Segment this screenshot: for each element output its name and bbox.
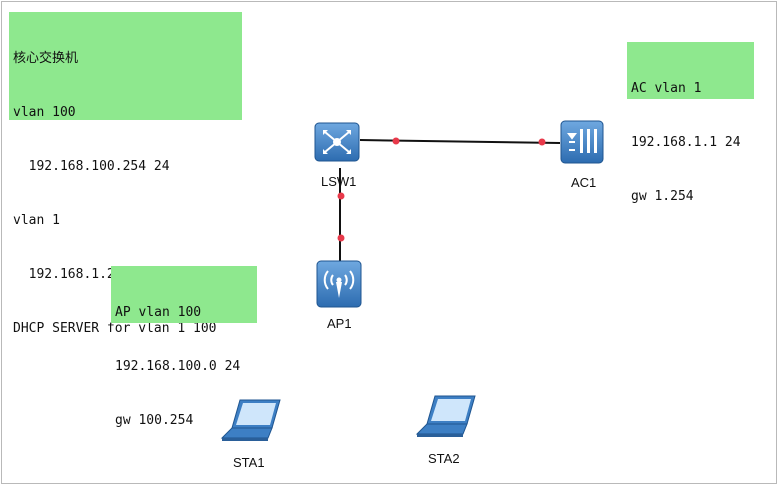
note-line: vlan 100 <box>13 105 76 120</box>
access-controller-icon[interactable] <box>557 116 607 168</box>
port-lsw1-to-ap1[interactable] <box>337 192 345 200</box>
core-switch-note: 核心交换机 vlan 100 192.168.100.254 24 vlan 1… <box>9 12 242 336</box>
port-ac1-to-lsw1[interactable] <box>538 138 546 146</box>
port-lsw1-to-ac1[interactable] <box>392 137 400 145</box>
switch-icon[interactable] <box>312 117 362 167</box>
note-line: 192.168.100.254 24 <box>13 159 170 174</box>
device-label-ap1: AP1 <box>327 316 352 331</box>
link-lsw1-ac1[interactable] <box>359 139 561 144</box>
access-point-icon[interactable] <box>315 258 365 312</box>
device-label-ac1: AC1 <box>571 175 597 190</box>
note-line: DHCP SERVER for vlan 1 100 <box>13 321 217 336</box>
note-line: gw 1.254 <box>631 189 694 204</box>
device-label-lsw1: LSW1 <box>321 174 357 189</box>
note-line: AP vlan 100 <box>115 305 202 320</box>
ac-note: AC vlan 1 192.168.1.1 24 gw 1.254 <box>627 42 754 204</box>
note-line: vlan 1 <box>13 213 60 228</box>
note-line: gw 100.254 <box>115 413 194 428</box>
port-ap1-to-lsw1[interactable] <box>337 234 345 242</box>
device-label-sta1: STA1 <box>233 455 265 470</box>
note-line: 192.168.100.0 24 <box>115 359 241 374</box>
device-label-sta2: STA2 <box>428 451 460 466</box>
note-line: 192.168.1.1 24 <box>631 135 741 150</box>
note-line: AC vlan 1 <box>631 81 702 96</box>
laptop-icon[interactable] <box>220 398 284 444</box>
note-line: 核心交换机 <box>13 51 79 66</box>
ap-note: AP vlan 100 192.168.100.0 24 gw 100.254 <box>111 266 257 428</box>
laptop-icon[interactable] <box>415 394 479 440</box>
